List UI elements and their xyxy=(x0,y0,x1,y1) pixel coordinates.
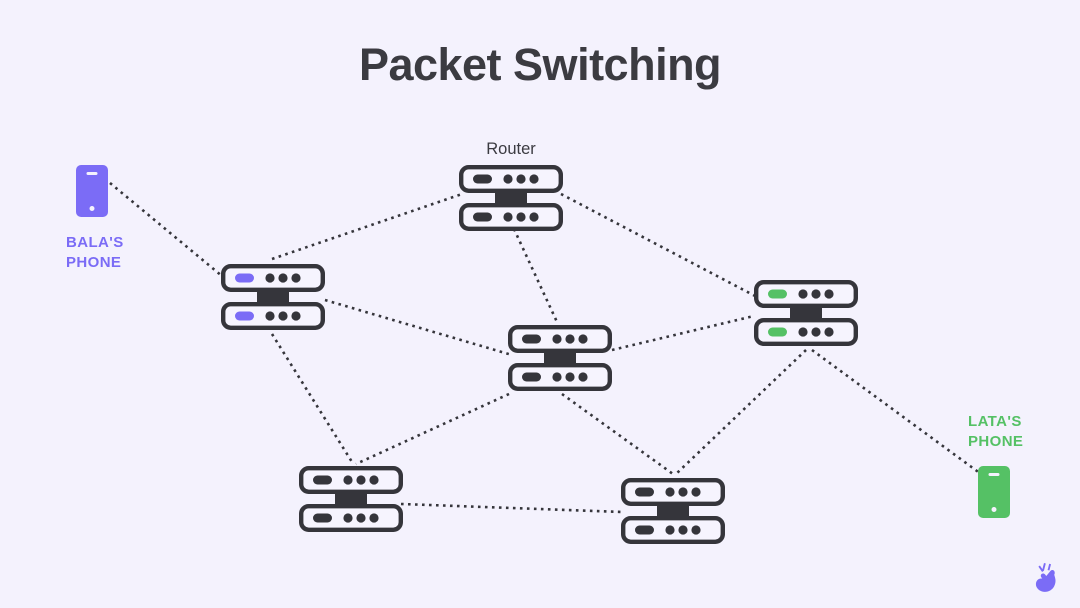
status-pill xyxy=(473,174,492,184)
indicator-dot xyxy=(278,311,288,321)
indicator-dot xyxy=(343,475,353,485)
label-router: Router xyxy=(486,140,536,158)
status-pill xyxy=(235,311,254,321)
status-pill xyxy=(313,475,332,485)
server-node-bottom-left[interactable] xyxy=(299,466,403,533)
network-link xyxy=(611,314,755,352)
page-title: Packet Switching xyxy=(358,39,722,90)
network-link xyxy=(109,181,229,283)
indicator-dot xyxy=(665,487,675,497)
indicator-dot xyxy=(798,327,808,337)
status-pill xyxy=(473,212,492,222)
indicator-dot xyxy=(529,174,539,184)
indicator-dot xyxy=(811,289,821,299)
indicator-dot xyxy=(678,525,688,535)
indicator-dot xyxy=(503,174,513,184)
indicator-dot xyxy=(691,525,701,535)
status-pill xyxy=(768,327,787,337)
indicator-dot xyxy=(265,273,275,283)
indicator-dot xyxy=(369,475,379,485)
network-link xyxy=(561,392,674,476)
network-link xyxy=(400,502,624,514)
indicator-dot xyxy=(798,289,808,299)
indicator-dot xyxy=(343,513,353,523)
phone-home-button xyxy=(991,507,997,512)
server-node-bottom-right[interactable] xyxy=(621,478,725,545)
indicator-dot xyxy=(824,327,834,337)
network-link xyxy=(324,298,513,357)
status-pill xyxy=(522,334,541,344)
indicator-dot xyxy=(291,311,301,321)
server-node-purple[interactable] xyxy=(221,264,325,331)
indicator-dot xyxy=(529,212,539,222)
status-pill xyxy=(522,372,541,382)
lata-phone-icon[interactable] xyxy=(978,466,1010,518)
indicator-dot xyxy=(265,311,275,321)
indicator-dot xyxy=(824,289,834,299)
indicator-dot xyxy=(356,513,366,523)
status-pill xyxy=(313,513,332,523)
indicator-dot xyxy=(565,372,575,382)
indicator-dot xyxy=(278,273,288,283)
status-pill xyxy=(235,273,254,283)
network-link xyxy=(355,392,510,466)
phone-speaker xyxy=(988,473,1000,476)
indicator-dot xyxy=(552,372,562,382)
indicator-dot xyxy=(552,334,562,344)
network-link xyxy=(811,348,982,476)
indicator-dot xyxy=(369,513,379,523)
indicator-dot xyxy=(578,334,588,344)
network-link xyxy=(675,349,807,475)
status-pill xyxy=(768,289,787,299)
network-link xyxy=(512,228,559,323)
server-node-green[interactable] xyxy=(754,280,858,347)
server-node-center[interactable] xyxy=(508,325,612,392)
lata-phone-label: LATA'S PHONE xyxy=(968,413,1024,450)
indicator-dot xyxy=(516,174,526,184)
phone-home-button xyxy=(89,206,95,211)
indicator-dot xyxy=(565,334,575,344)
status-pill xyxy=(635,525,654,535)
indicator-dot xyxy=(811,327,821,337)
indicator-dot xyxy=(678,487,688,497)
network-link xyxy=(271,192,463,261)
indicator-dot xyxy=(503,212,513,222)
phone-speaker xyxy=(86,172,98,175)
indicator-dot xyxy=(356,475,366,485)
indicator-dot xyxy=(516,212,526,222)
indicator-dot xyxy=(691,487,701,497)
bala-phone-label: BALA'S PHONE xyxy=(66,234,124,271)
indicator-dot xyxy=(665,525,675,535)
indicator-dot xyxy=(291,273,301,283)
bala-phone-icon[interactable] xyxy=(76,165,108,217)
snap-hand-logo xyxy=(1026,558,1066,598)
indicator-dot xyxy=(578,372,588,382)
network-link xyxy=(560,192,758,299)
status-pill xyxy=(635,487,654,497)
network-link xyxy=(270,333,354,463)
server-router[interactable] xyxy=(459,165,563,232)
